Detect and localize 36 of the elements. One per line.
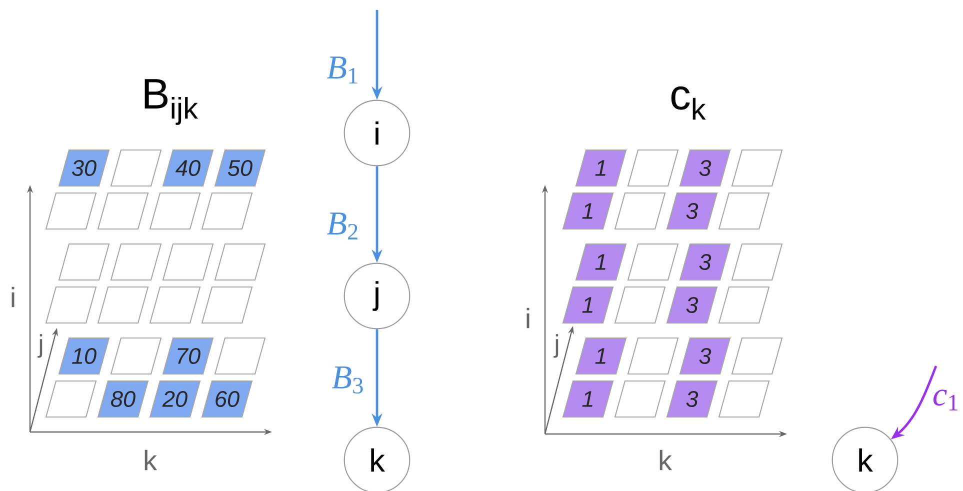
tensor-cell: 50 xyxy=(214,149,266,187)
tensor-cell: 3 xyxy=(679,337,731,375)
graph-node: i xyxy=(344,100,410,166)
graph-node: k xyxy=(832,426,898,491)
tensor-cell: 1 xyxy=(562,380,614,418)
tensor-cell: 10 xyxy=(58,337,110,375)
tensor-cell: 20 xyxy=(149,380,201,418)
tensor-cell: 80 xyxy=(97,380,149,418)
tensor-cell: 30 xyxy=(58,149,110,187)
axis-label: i xyxy=(12,286,14,308)
tensor-cell: 1 xyxy=(575,337,627,375)
edge-label: B$_{1}$ xyxy=(326,56,358,84)
axis-label: j xyxy=(38,334,42,358)
axis-label: j xyxy=(554,334,558,358)
tensor-cell: 1 xyxy=(562,192,614,230)
edge-label: B$_{2}$ xyxy=(326,212,358,240)
tensor-cell: 70 xyxy=(162,337,214,375)
tensor-title: c$_{k}$ xyxy=(671,86,706,120)
tensor-cell: 1 xyxy=(562,286,614,324)
axis-label: i xyxy=(526,308,530,328)
tensor-title: B$_{ijk}$ xyxy=(144,79,198,125)
tensor-cell: 1 xyxy=(575,243,627,281)
axis-label: k xyxy=(144,450,158,470)
tensor-cell: 3 xyxy=(666,192,718,230)
tensor-cell: 3 xyxy=(679,149,731,187)
tensor-cell: 3 xyxy=(679,243,731,281)
graph-node: k xyxy=(344,426,410,491)
tensor-cell: 3 xyxy=(666,286,718,324)
graph-node: j xyxy=(344,262,410,330)
tensor-cell: 40 xyxy=(162,149,214,187)
axis-label: k xyxy=(660,450,672,470)
edge-label: c$_{1}$ xyxy=(933,390,958,410)
tensor-cell: 3 xyxy=(666,380,718,418)
edge-label: B$_{3}$ xyxy=(332,366,363,394)
tensor-cell: 1 xyxy=(575,149,627,187)
tensor-cell: 60 xyxy=(201,380,253,418)
